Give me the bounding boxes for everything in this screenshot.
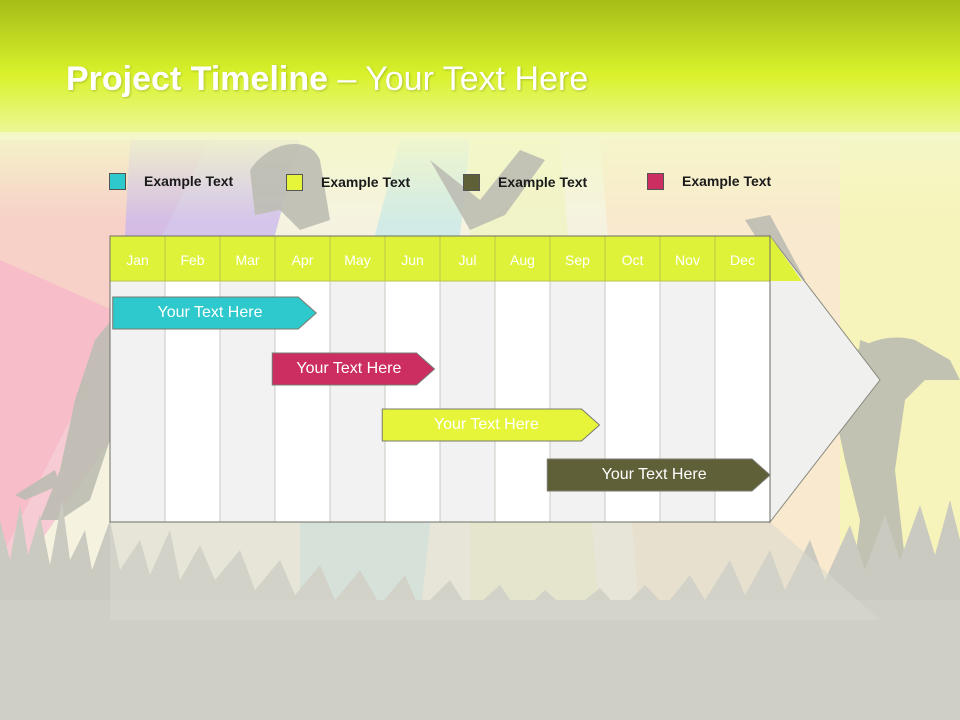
month-column <box>329 280 386 523</box>
month-header-cell <box>714 235 771 282</box>
month-column <box>439 280 496 523</box>
legend-swatch-cyan <box>109 172 126 190</box>
month-header-cell <box>604 235 661 282</box>
month-label: Dec <box>730 252 755 268</box>
month-label: Feb <box>180 252 205 268</box>
month-header-cell <box>549 235 606 282</box>
month-label: Aug <box>510 252 535 268</box>
legend-item: Example Text <box>109 170 233 192</box>
month-label: Nov <box>675 252 700 268</box>
month-label: Jul <box>458 252 477 268</box>
task-bar <box>381 408 601 442</box>
task-label: Your Text Here <box>601 466 707 483</box>
legend-label: Example Text <box>498 174 588 190</box>
task-label: Your Text Here <box>296 360 402 377</box>
legend-item: Example Text <box>647 170 771 192</box>
arrow-head-header <box>770 236 802 281</box>
month-label: Jun <box>401 252 424 268</box>
legend-item: Example Text <box>286 171 410 193</box>
legend-swatch-olive <box>463 173 480 191</box>
month-header-cell <box>659 235 716 282</box>
task-bar <box>112 296 318 330</box>
legend-item: Example Text <box>463 171 587 193</box>
task-bars <box>112 296 771 492</box>
title-rest: – Your Text Here <box>328 60 589 98</box>
month-label: Sep <box>565 252 590 268</box>
month-label: Mar <box>235 252 260 268</box>
month-header-cell <box>164 235 221 282</box>
task-label: Your Text Here <box>433 416 539 433</box>
month-label: Oct <box>621 252 644 268</box>
task-bar <box>271 352 436 386</box>
legend-label: Example Text <box>682 173 772 189</box>
month-header-cell <box>219 235 276 282</box>
month-label: May <box>344 252 371 268</box>
legend-label: Example Text <box>144 173 234 189</box>
month-column <box>494 280 551 523</box>
arrow-reflection <box>110 522 880 620</box>
legend-swatch-yellow <box>286 173 303 191</box>
month-header-cell <box>109 235 166 282</box>
month-label: Jan <box>126 252 149 268</box>
month-label: Apr <box>291 252 314 268</box>
task-bar <box>546 458 771 492</box>
month-column <box>384 280 441 523</box>
grid-border <box>109 235 771 523</box>
slide-title: Project Timeline – Your Text Here <box>66 60 588 99</box>
task-label: Your Text Here <box>157 304 263 321</box>
legend-swatch-magenta <box>647 172 664 190</box>
month-header-cell <box>494 235 551 282</box>
title-bold: Project Timeline <box>66 60 329 98</box>
legend-label: Example Text <box>321 174 411 190</box>
